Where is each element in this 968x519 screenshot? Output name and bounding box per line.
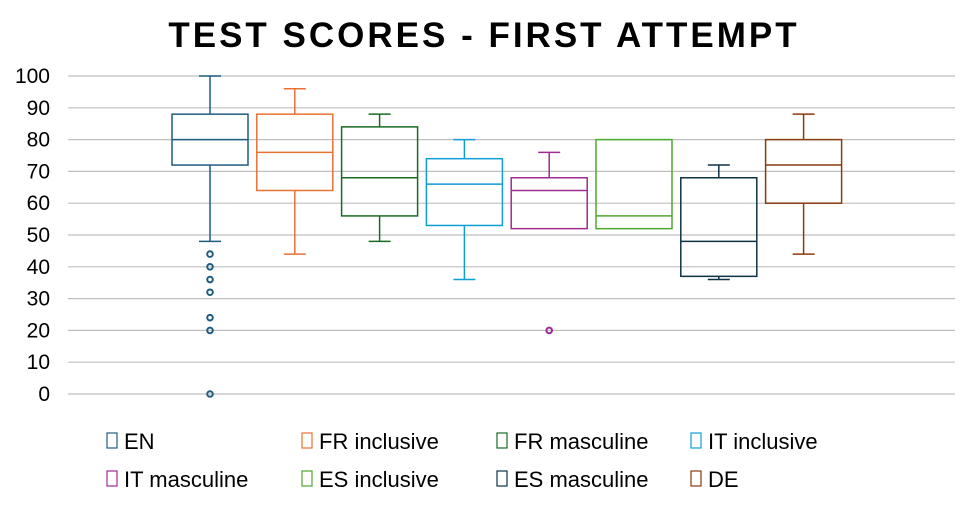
- boxes: [171, 75, 843, 398]
- y-tick-label: 20: [27, 319, 50, 342]
- legend-label: DE: [708, 467, 739, 492]
- legend-item: IT inclusive: [690, 429, 818, 454]
- legend-item: FR inclusive: [301, 429, 439, 454]
- box-fr-inclusive: [256, 87, 334, 255]
- legend-swatch: [301, 432, 313, 449]
- outlier-point: [206, 263, 214, 271]
- y-tick-label: 30: [27, 288, 50, 311]
- legend-item: ES inclusive: [301, 467, 439, 492]
- iqr-box: [595, 138, 673, 230]
- legend-label: ES masculine: [514, 467, 649, 492]
- legend-swatch: [496, 470, 508, 487]
- legend-label: FR masculine: [514, 429, 648, 454]
- y-tick-label: 50: [27, 224, 50, 247]
- legend-label: EN: [124, 429, 155, 454]
- y-tick-label: 100: [15, 65, 50, 88]
- outlier-point: [206, 250, 214, 258]
- legend-swatch: [301, 470, 313, 487]
- legend-label: ES inclusive: [319, 467, 439, 492]
- iqr-box: [340, 126, 419, 217]
- outlier-point: [206, 275, 214, 284]
- y-tick-label: 40: [27, 256, 50, 279]
- box-it-inclusive: [425, 138, 504, 281]
- legend-item: IT masculine: [106, 467, 248, 492]
- iqr-box: [510, 177, 588, 230]
- iqr-box: [680, 177, 758, 278]
- legend-swatch: [106, 470, 118, 487]
- box-es-inclusive: [595, 138, 673, 230]
- box-it-masculine: [510, 151, 588, 335]
- y-tick-label: 60: [27, 192, 50, 215]
- y-tick-label: 0: [38, 383, 50, 406]
- outlier-point: [206, 390, 214, 398]
- legend-label: IT masculine: [124, 467, 248, 492]
- legend-swatch: [690, 432, 702, 449]
- box-de: [764, 113, 843, 255]
- iqr-box: [764, 138, 843, 204]
- y-tick-label: 70: [27, 160, 50, 183]
- legend-item: FR masculine: [496, 429, 648, 454]
- outlier-point: [545, 326, 554, 335]
- outlier-point: [206, 288, 214, 297]
- legend-swatch: [106, 432, 118, 449]
- y-tick-label: 80: [27, 129, 50, 152]
- legend-label: FR inclusive: [319, 429, 439, 454]
- legend-swatch: [690, 470, 702, 487]
- y-tick-label: 10: [27, 351, 50, 374]
- legend-swatch: [496, 432, 508, 449]
- y-tick-label: 90: [27, 97, 50, 120]
- outlier-point: [206, 313, 214, 322]
- y-axis-ticks: 0 10 20 30 40 50 60 70 80 90 100: [15, 65, 50, 406]
- gridlines: [68, 75, 955, 395]
- legend-item: EN: [106, 429, 155, 454]
- legend-item: DE: [690, 467, 739, 492]
- legend-label: IT inclusive: [708, 429, 818, 454]
- box-fr-masculine: [340, 113, 419, 243]
- legend: EN FR inclusive FR masculine IT inclusiveIT…: [106, 429, 818, 492]
- outlier-point: [206, 326, 214, 335]
- box-es-masculine: [680, 164, 758, 281]
- box-en: [171, 75, 249, 398]
- chart-title: TEST SCORES - FIRST ATTEMPT: [168, 16, 799, 55]
- iqr-box: [425, 157, 504, 227]
- legend-item: ES masculine: [496, 467, 649, 492]
